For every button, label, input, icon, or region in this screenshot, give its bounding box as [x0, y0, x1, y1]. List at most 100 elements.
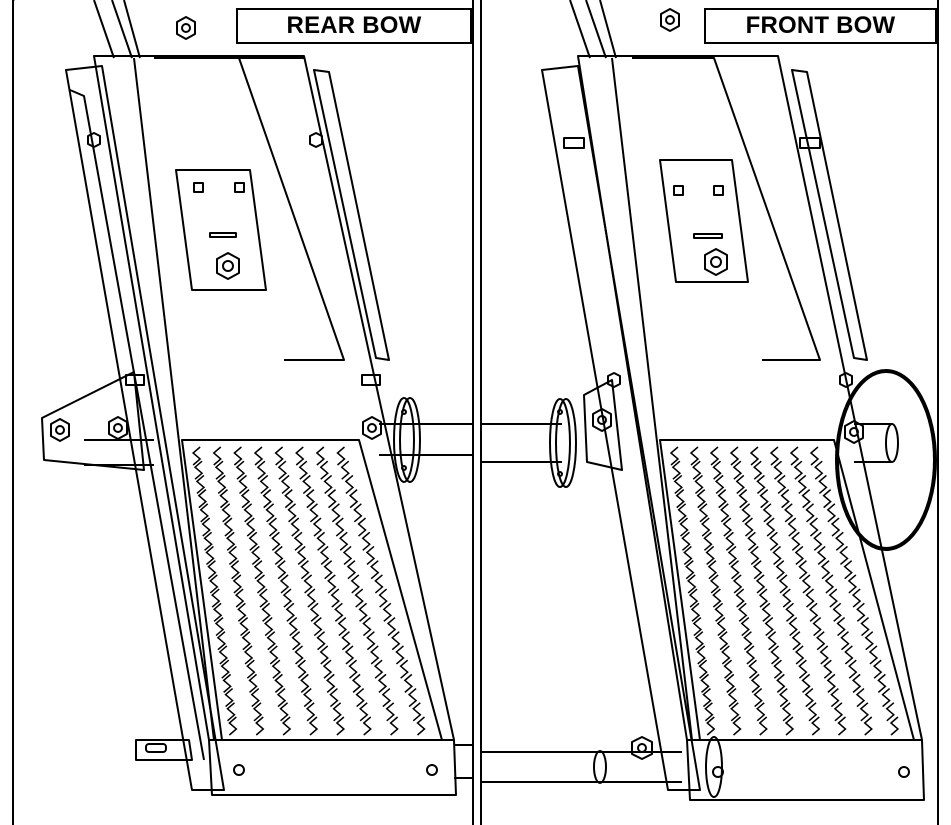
tread-chevron — [743, 631, 753, 651]
tread-chevron — [350, 574, 360, 594]
hex-bolt-icon — [704, 248, 728, 276]
tread-chevron — [748, 659, 758, 679]
tread-chevron — [395, 645, 405, 665]
tread-chevron — [779, 688, 789, 708]
tread-chevron — [279, 574, 290, 594]
tread-chevron — [221, 503, 231, 523]
tread-chevron — [787, 517, 797, 537]
back-bracket — [65, 65, 225, 791]
tread-chevron — [764, 616, 774, 637]
tread-chevron — [714, 474, 725, 494]
tread-chevron — [683, 545, 693, 566]
tread-chevron — [830, 517, 841, 537]
tread-chevron — [780, 489, 790, 509]
tread-chevron — [316, 631, 326, 651]
tread-chevron — [687, 574, 697, 594]
tread-chevron — [801, 673, 811, 693]
tread-chevron — [818, 474, 828, 494]
tread-chevron — [776, 673, 786, 693]
tread-chevron — [389, 716, 399, 736]
tread-chevron — [823, 659, 833, 679]
tread-chevron — [228, 716, 238, 736]
tread-chevron — [230, 560, 240, 580]
tread-chevron — [359, 702, 369, 722]
cross-tube — [854, 423, 892, 463]
tread-chevron — [195, 474, 206, 494]
tread-chevron — [274, 446, 284, 466]
tread-chevron — [709, 574, 720, 594]
tread-chevron — [341, 631, 351, 651]
tread-chevron — [416, 716, 426, 736]
tread-chevron — [256, 574, 266, 594]
tread-chevron — [679, 517, 689, 537]
tread-chevron — [297, 659, 307, 679]
tread-chevron — [259, 474, 269, 494]
tread-chevron — [730, 560, 740, 580]
tread-chevron — [847, 574, 858, 594]
tread-chevron — [773, 460, 783, 480]
diamond-tread-icon — [181, 439, 443, 741]
tread-chevron — [784, 503, 794, 523]
tread-chevron — [781, 702, 792, 722]
tread-chevron — [706, 716, 716, 736]
tread-chevron — [681, 531, 691, 551]
panel-divider — [472, 0, 482, 825]
hex-bolt-icon — [844, 420, 864, 444]
tread-chevron — [382, 602, 392, 622]
tread-chevron — [277, 460, 288, 480]
tread-chevron — [794, 645, 805, 665]
label-plate — [175, 169, 267, 291]
tread-chevron — [300, 560, 310, 580]
tread-chevron — [761, 602, 771, 622]
tread-chevron — [253, 446, 264, 466]
tread-chevron — [253, 560, 264, 580]
tread-chevron — [801, 489, 811, 509]
tread-chevron — [290, 517, 300, 537]
tread-chevron — [788, 616, 798, 637]
tread-chevron — [287, 503, 297, 523]
tread-chevron — [216, 631, 227, 651]
tread-chevron — [243, 645, 254, 665]
tread-chevron — [689, 446, 700, 466]
tread-chevron — [798, 560, 808, 580]
hex-bolt-icon — [87, 132, 101, 148]
tread-chevron — [851, 588, 862, 608]
tread-chevron — [727, 545, 738, 566]
tread-chevron — [274, 673, 284, 693]
plate-slot — [673, 185, 684, 196]
plate-slot — [713, 185, 724, 196]
diagram-frame — [12, 0, 939, 825]
upright-post — [93, 0, 141, 59]
mounting-hole-icon — [712, 766, 724, 778]
tread-chevron — [238, 474, 248, 494]
tread-chevron — [740, 616, 750, 637]
tread-chevron — [805, 503, 815, 523]
tread-chevron — [685, 560, 695, 580]
tread-chevron — [797, 474, 807, 494]
tread-chevron — [844, 645, 854, 665]
front-bow-panel: FRONT BOW — [482, 0, 937, 825]
tread-chevron — [322, 659, 333, 679]
tread-chevron — [386, 616, 397, 637]
tread-chevron — [207, 560, 217, 580]
tread-chevron — [807, 702, 818, 722]
tread-chevron — [303, 688, 313, 708]
tread-chevron — [237, 602, 247, 622]
tread-chevron — [240, 489, 251, 509]
tread-chevron — [193, 460, 204, 480]
tread-chevron — [309, 602, 320, 622]
tread-chevron — [692, 616, 703, 637]
tread-chevron — [279, 702, 289, 722]
tread-chevron — [698, 659, 708, 679]
tread-chevron — [863, 716, 873, 736]
tread-chevron — [762, 503, 773, 523]
tread-chevron — [835, 531, 845, 551]
tread-chevron — [241, 631, 251, 651]
tread-chevron — [755, 574, 766, 594]
hex-bolt-icon — [176, 16, 196, 40]
tread-chevron — [224, 688, 234, 708]
tread-chevron — [197, 489, 208, 509]
tube-flange — [393, 397, 415, 483]
tread-chevron — [361, 531, 371, 551]
tread-chevron — [235, 460, 246, 480]
